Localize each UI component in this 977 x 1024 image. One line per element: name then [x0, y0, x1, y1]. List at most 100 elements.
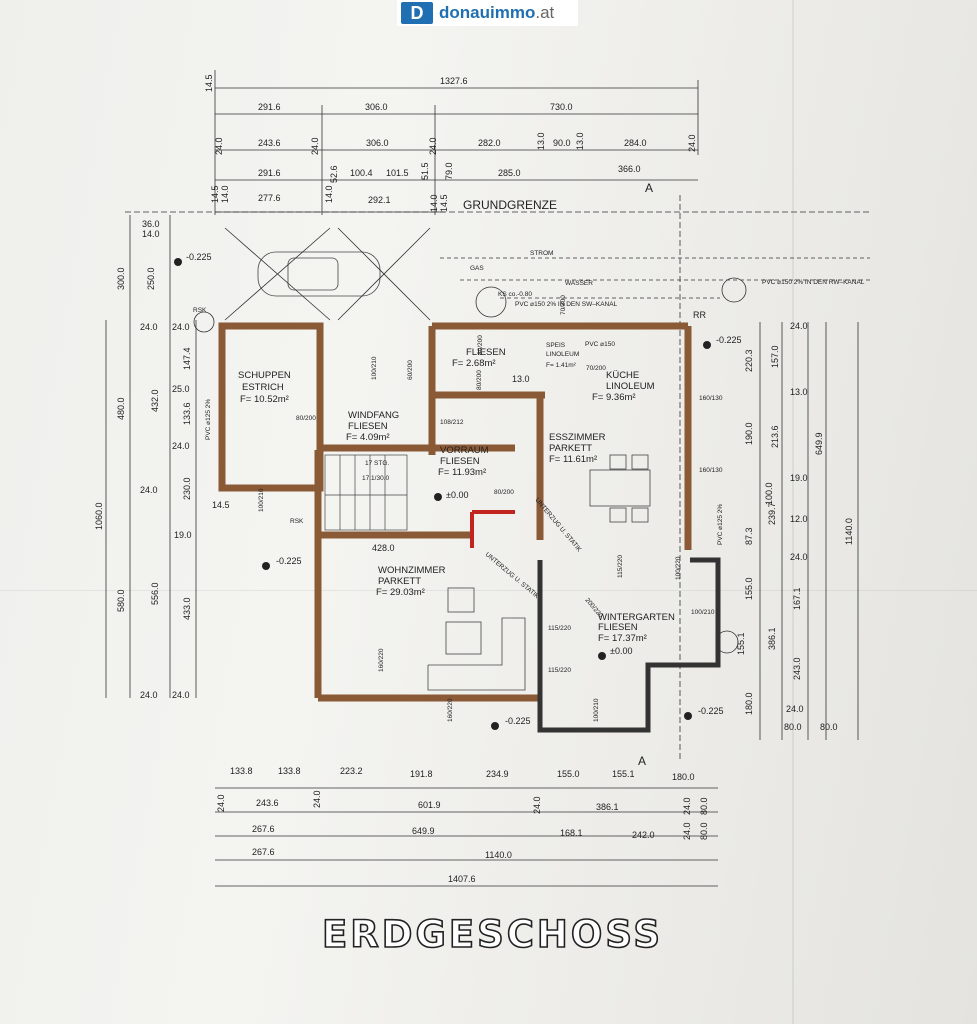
dim-text: 24.0	[140, 690, 158, 700]
dim-text: 239.7	[767, 502, 777, 525]
strom-label: STROM	[530, 250, 553, 257]
dim-text: 133.6	[182, 402, 192, 425]
opening-size: 160/130	[699, 395, 723, 402]
level-markers: -0.225 -0.225 -0.225 -0.225 -0.225 ±0.00…	[174, 252, 742, 730]
dim-text: 13.0	[575, 132, 585, 150]
dim-text: 24.0	[428, 137, 438, 155]
dim-text: 167.1	[792, 587, 802, 610]
dim-text: 213.6	[770, 425, 780, 448]
dim-text: 24.0	[172, 322, 190, 332]
dim-text: 13.0	[790, 387, 808, 397]
dim-text: 19.0	[790, 473, 808, 483]
dim-text: 14.0	[324, 185, 334, 203]
opening-size: 100/210	[593, 698, 600, 722]
dim-text: 292.1	[368, 195, 391, 205]
dim-text: 80.0	[699, 822, 709, 840]
rsk-label: RSK	[193, 307, 207, 314]
room-area: F= 1.41m²	[546, 362, 577, 369]
room-name: WINTERGARTEN	[598, 612, 675, 623]
level-symbol	[434, 493, 442, 501]
pvc150-label: PVC ⌀150	[585, 341, 615, 348]
dim-text: 168.1	[560, 828, 583, 838]
opening-size: 80/200	[476, 370, 483, 390]
opening-size: 80/200	[494, 489, 514, 496]
logo-wordmark: donauimmo.at	[439, 3, 554, 23]
dim-text: 220.3	[744, 349, 754, 372]
dim-text: 24.0	[310, 137, 320, 155]
dim-text: 306.0	[365, 102, 388, 112]
opening-size: 115/220	[548, 667, 571, 674]
dim-text: 100.0	[764, 482, 774, 505]
dim-text: 649.9	[814, 432, 824, 455]
opening-size: 80/200	[296, 415, 316, 422]
logo-brand: donauimmo	[439, 3, 536, 22]
dim-text: 556.0	[150, 582, 160, 605]
dim-text: 14.0	[429, 194, 439, 212]
opening-size: 70/200	[586, 365, 606, 372]
dim-text: 51.5	[420, 162, 430, 180]
dim-text: 52.6	[329, 165, 339, 183]
room-finish: LINOLEUM	[546, 351, 579, 358]
opening-size: 60/200	[407, 360, 414, 380]
dim-text: 386.1	[767, 627, 777, 650]
dim-text: 14.5	[204, 74, 214, 92]
dimensions-right: 24.0 220.3 190.0 239.7 87.3 155.0 386.1 …	[736, 321, 854, 732]
dim-text: 24.0	[216, 794, 226, 812]
dim-text: 79.0	[444, 162, 454, 180]
pvc125-label: PVC ⌀125 2%	[205, 399, 212, 440]
level-symbol	[598, 652, 606, 660]
dim-text: 80.0	[699, 797, 709, 815]
dim-text: 1060.0	[94, 502, 104, 530]
opening-size: 80/200	[477, 335, 484, 355]
dim-text: 243.6	[256, 798, 279, 808]
level-text: ±0.00	[610, 646, 632, 656]
dim-text: 243.0	[792, 657, 802, 680]
opening-size: 115/220	[617, 555, 624, 578]
dim-text: 649.9	[412, 826, 435, 836]
dimensions-bottom: 133.8 133.8 223.2 191.8 234.9 155.0 155.…	[216, 766, 709, 884]
room-name: ESSZIMMER	[549, 432, 606, 443]
dim-text: 1140.0	[485, 850, 512, 860]
dim-text: 155.0	[744, 577, 754, 600]
dim-text: 101.5	[386, 168, 409, 178]
level-symbol	[703, 341, 711, 349]
section-mark-top: A	[645, 181, 653, 195]
dim-text: 133.8	[230, 766, 253, 776]
stair-rise: 17.1/30.0	[362, 475, 389, 482]
dim-text: 223.2	[340, 766, 363, 776]
furniture	[427, 454, 651, 691]
dim-text: 1140.0	[844, 518, 854, 545]
level-symbol	[262, 562, 270, 570]
opening-size: 100/210	[371, 356, 378, 380]
opening-size: 100/220	[675, 556, 682, 580]
dim-text: 90.0	[553, 138, 571, 148]
opening-size: 115/220	[548, 625, 571, 632]
paper-fold	[792, 0, 794, 1024]
level-text: -0.225	[716, 335, 742, 345]
dim-text: 155.1	[736, 632, 746, 655]
logo-tld: .at	[535, 3, 555, 22]
dim-text: 14.5	[210, 185, 220, 203]
dim-text: 155.0	[557, 769, 580, 779]
level-symbol	[684, 712, 692, 720]
room-name: SCHUPPEN	[238, 370, 291, 381]
dim-text: 19.0	[174, 530, 192, 540]
staircase	[324, 454, 408, 531]
dim-text: 234.9	[486, 769, 509, 779]
dim-text: 24.0	[682, 797, 692, 815]
dim-text: 24.0	[214, 137, 224, 155]
dim-text: 230.0	[182, 477, 192, 500]
dim-text: 267.6	[252, 824, 275, 834]
dim-text: 1407.6	[448, 874, 476, 884]
dim-text: 250.0	[146, 267, 156, 290]
dimension-lines	[105, 70, 870, 887]
room-name: VORRAUM	[440, 445, 489, 456]
brand-logo[interactable]: D donauimmo.at	[397, 0, 578, 26]
dim-text: 24.0	[140, 485, 158, 495]
dim-text: 366.0	[618, 164, 641, 174]
room-finish: LINOLEUM	[606, 381, 655, 392]
rw-kanal-label: PVC ⌀150 2% IN DEN RW–KANAL	[762, 279, 865, 286]
logo-mark: D	[401, 2, 433, 24]
opening-size: 100/210	[691, 609, 715, 616]
dim-text: 433.0	[182, 597, 192, 620]
